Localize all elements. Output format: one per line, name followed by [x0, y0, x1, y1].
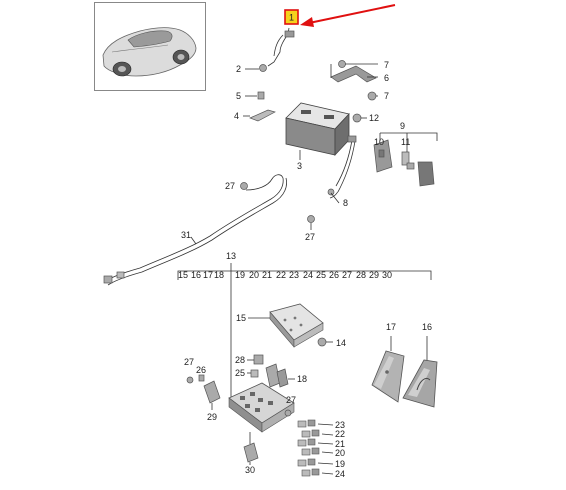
- callout-8[interactable]: 8: [343, 198, 348, 208]
- part-15-fusebox: [248, 303, 324, 348]
- row13-label-29[interactable]: 29: [369, 270, 379, 280]
- row13-label-24[interactable]: 24: [303, 270, 313, 280]
- callout-26[interactable]: 26: [196, 365, 206, 375]
- fuse-21-icon: [297, 438, 334, 447]
- callout-27-a[interactable]: 27: [225, 181, 235, 191]
- part-31-cable: [103, 174, 287, 286]
- part-29-bracket: [203, 380, 221, 410]
- row13-label-21[interactable]: 21: [262, 270, 272, 280]
- fuse-22-icon: [301, 429, 334, 438]
- part-7-bolt-top: [338, 60, 378, 68]
- fuse-20-icon: [301, 447, 334, 456]
- part-26-clip: [198, 374, 205, 382]
- callout-2[interactable]: 2: [236, 64, 241, 74]
- part-25-fuse: [247, 369, 259, 378]
- callout-5[interactable]: 5: [236, 91, 241, 101]
- row13-label-16[interactable]: 16: [191, 270, 201, 280]
- fuse-19-icon: [297, 458, 334, 467]
- callout-28[interactable]: 28: [235, 355, 245, 365]
- part-9-group: [373, 132, 438, 187]
- highlight-callout-1[interactable]: 1: [284, 4, 396, 27]
- callout-20[interactable]: 20: [335, 448, 345, 458]
- part-3-battery: [285, 102, 350, 160]
- callout-3[interactable]: 3: [297, 161, 302, 171]
- row13-label-15[interactable]: 15: [178, 270, 188, 280]
- callout-7-top[interactable]: 7: [384, 60, 389, 70]
- row13-label-25[interactable]: 25: [316, 270, 326, 280]
- callout-19[interactable]: 19: [335, 459, 345, 469]
- small-fuse-stack: [297, 419, 334, 477]
- part-27-clip-b: [307, 215, 315, 230]
- fuse-24-icon: [301, 468, 334, 477]
- callout-29[interactable]: 29: [207, 412, 217, 422]
- callout-21[interactable]: 21: [335, 439, 345, 449]
- callout-6[interactable]: 6: [384, 73, 389, 83]
- callout-10[interactable]: 10: [374, 137, 384, 147]
- fuse-23-icon: [297, 419, 334, 428]
- callout-13[interactable]: 13: [226, 251, 236, 261]
- callout-18[interactable]: 18: [297, 374, 307, 384]
- part-28-relay: [247, 354, 264, 365]
- group-13-bracket: [177, 263, 432, 398]
- part-16-cover: [402, 336, 438, 408]
- row13-label-26[interactable]: 26: [329, 270, 339, 280]
- part-30-fuse: [243, 442, 259, 465]
- callout-16[interactable]: 16: [422, 322, 432, 332]
- callout-4[interactable]: 4: [234, 111, 239, 121]
- callout-23[interactable]: 23: [335, 420, 345, 430]
- part-17-cover: [371, 336, 405, 403]
- row13-label-19[interactable]: 19: [235, 270, 245, 280]
- part-27-clip-a: [240, 182, 248, 190]
- callout-27-b[interactable]: 27: [305, 232, 315, 242]
- part-14-nut: [317, 337, 333, 347]
- part-7-bolt-lower: [367, 91, 378, 101]
- row13-label-18[interactable]: 18: [214, 270, 224, 280]
- callout-11[interactable]: 11: [401, 137, 410, 147]
- highlight-box: [284, 9, 299, 25]
- callout-25[interactable]: 25: [235, 368, 245, 378]
- row13-label-28[interactable]: 28: [356, 270, 366, 280]
- part-2-nut: [245, 64, 267, 72]
- row13-label-30[interactable]: 30: [382, 270, 392, 280]
- highlight-arrow-shaft: [308, 4, 396, 24]
- row13-label-17[interactable]: 17: [203, 270, 213, 280]
- callout-22[interactable]: 22: [335, 429, 345, 439]
- callout-14[interactable]: 14: [336, 338, 346, 348]
- row13-label-20[interactable]: 20: [249, 270, 259, 280]
- callout-12[interactable]: 12: [369, 113, 379, 123]
- car-icon: [102, 27, 197, 77]
- part-4-bracket: [243, 109, 276, 122]
- callout-27-c[interactable]: 27: [184, 357, 194, 367]
- part-5-bolt: [245, 91, 265, 100]
- callout-17[interactable]: 17: [386, 322, 396, 332]
- part-27-clip-d: [284, 409, 292, 417]
- part-18-relay-block: [265, 363, 295, 388]
- callout-7-lower[interactable]: 7: [384, 91, 389, 101]
- part-6-strap: [330, 64, 378, 83]
- callout-labels: 2 5 4 3 6 7 7 12 9 10 11 8 27 27 31 13 1…: [181, 60, 432, 479]
- callout-15[interactable]: 15: [236, 313, 246, 323]
- callout-9[interactable]: 9: [400, 121, 405, 131]
- highlight-label: 1: [289, 13, 294, 23]
- part-27-clip-c: [186, 376, 194, 384]
- row13-label-23[interactable]: 23: [289, 270, 299, 280]
- part-8-cable: [327, 135, 357, 204]
- row13-label-22[interactable]: 22: [276, 270, 286, 280]
- callout-31[interactable]: 31: [181, 230, 191, 240]
- car-thumbnail: [94, 2, 206, 91]
- part-12-nut: [352, 113, 367, 123]
- main-fuse-carrier: [228, 382, 295, 444]
- part-1-cable: [267, 27, 295, 67]
- callout-24[interactable]: 24: [335, 469, 345, 479]
- callout-30[interactable]: 30: [245, 465, 255, 475]
- highlight-arrow-head: [300, 17, 314, 27]
- row13-label-27[interactable]: 27: [342, 270, 352, 280]
- callout-27-d[interactable]: 27: [286, 395, 296, 405]
